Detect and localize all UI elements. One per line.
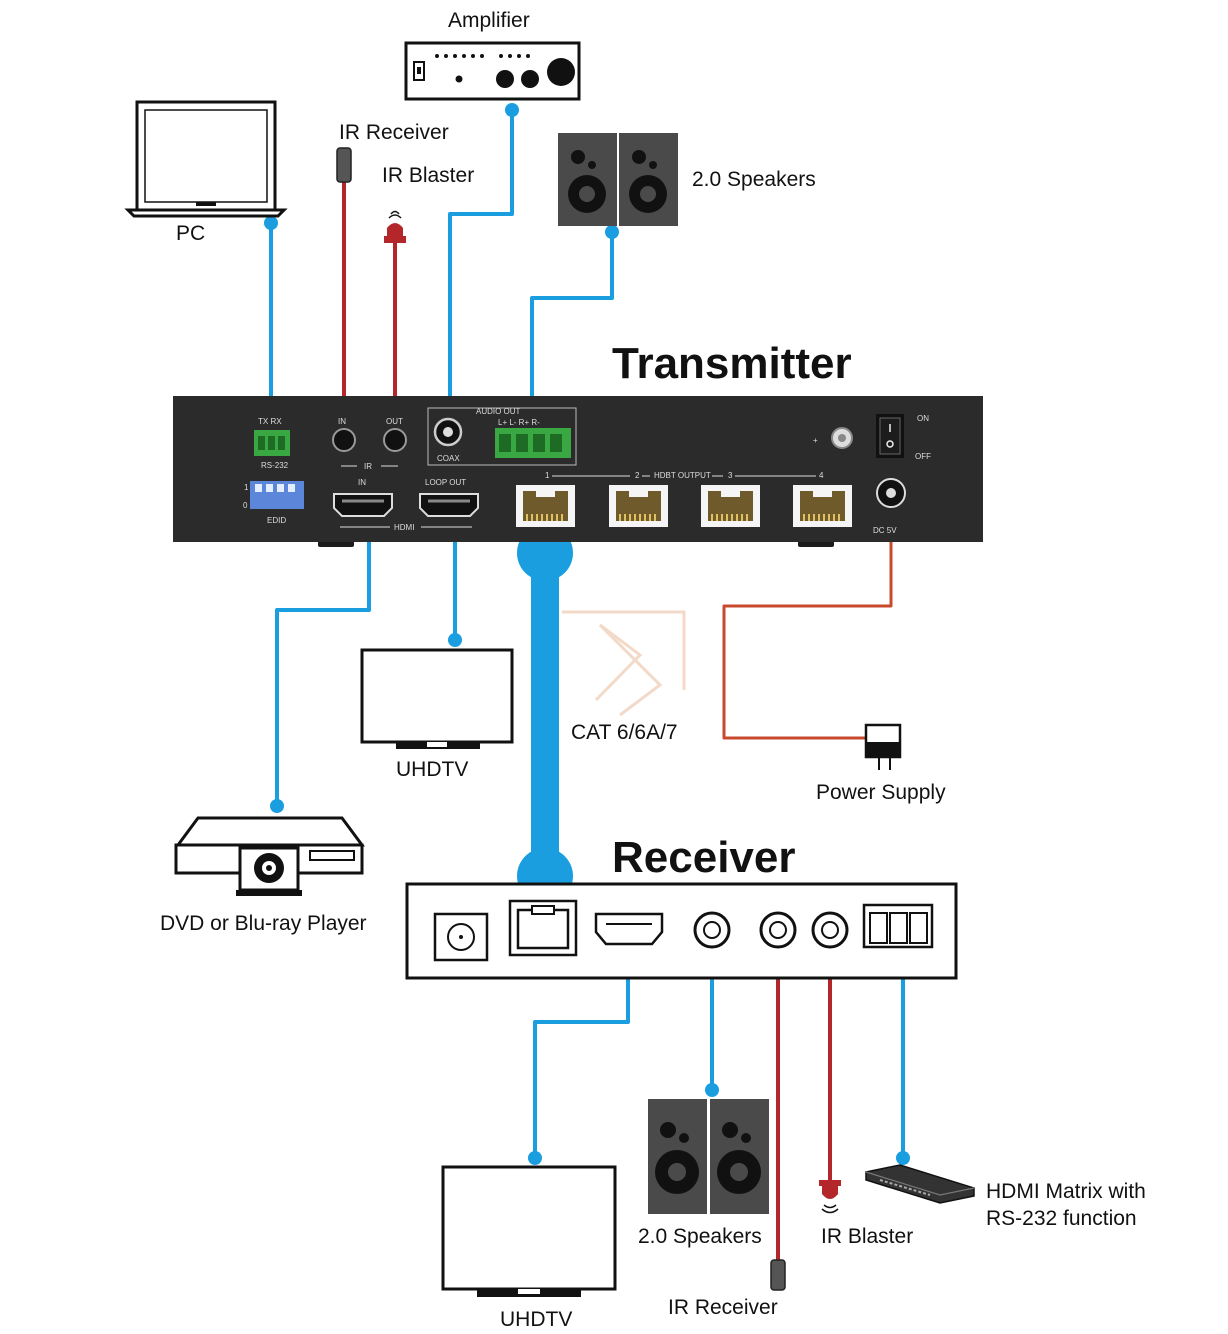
ir-blaster-bottom-label: IR Blaster (821, 1225, 913, 1248)
pc-label: PC (176, 222, 205, 245)
ir-receiver-bottom-icon (770, 1259, 786, 1291)
ir-receiver-bottom-label: IR Receiver (668, 1296, 778, 1319)
uhdtv-cable-bottom (533, 946, 630, 1158)
hdmi-matrix-label-line1: HDMI Matrix with (986, 1180, 1146, 1203)
ir-receiver-top-label: IR Receiver (339, 121, 449, 144)
power-supply-icon (864, 723, 902, 770)
ir-label: IR (364, 462, 372, 471)
rj45-port-2 (609, 485, 668, 527)
audio-out-label: AUDIO OUT (476, 407, 521, 416)
ir-jacks (332, 428, 407, 467)
dc-jack (876, 478, 906, 508)
hdbt-port-2-label: 2 (635, 471, 640, 480)
amplifier-cable (448, 110, 514, 413)
transmitter-title: Transmitter (612, 339, 852, 388)
audio-channels-label: L+ L- R+ R- (498, 418, 540, 427)
cable-label: CAT 6/6A/7 (571, 721, 678, 744)
hdmi-matrix-label-line2: RS-232 function (986, 1207, 1137, 1230)
hdbt-output-label: HDBT OUTPUT (654, 471, 711, 480)
rj45-port-3 (701, 485, 760, 527)
dc-label: DC 5V (873, 526, 897, 535)
dvd-label: DVD or Blu-ray Player (160, 912, 367, 935)
uhdtv-bottom-label: UHDTV (500, 1308, 572, 1331)
hdmi-in-label: IN (358, 478, 366, 487)
audio-out-box (427, 407, 577, 466)
speakers-bottom-icon (648, 1099, 769, 1214)
edid-0-label: 0 (243, 501, 248, 510)
hdmi-loop-out-label: LOOP OUT (425, 478, 466, 487)
switch-off-label: OFF (915, 452, 931, 461)
receiver-hdmi-port (594, 912, 664, 946)
hdbt-port-1-label: 1 (545, 471, 550, 480)
ir-in-port-label: IN (338, 417, 346, 426)
power-supply-label: Power Supply (816, 781, 946, 804)
hdmi-matrix-icon (865, 1164, 975, 1204)
power-switch (876, 414, 904, 458)
ir-receiver-top-icon (336, 147, 352, 183)
uhdtv-middle-label: UHDTV (396, 758, 468, 781)
rj45-port-4 (793, 485, 852, 527)
rs232-label: RS-232 (261, 461, 289, 470)
edid-dip-switch (250, 481, 304, 509)
led-indicator: + (813, 427, 853, 449)
ir-out-port-label: OUT (386, 417, 403, 426)
hdmi-ports (333, 493, 479, 528)
speakers-cable-top (530, 232, 614, 425)
ir-blaster-top-icon (384, 210, 406, 243)
hdmi-label: HDMI (394, 523, 414, 532)
speakers-top-label: 2.0 Speakers (692, 168, 816, 191)
hdbt-port-4-label: 4 (819, 471, 824, 480)
receiver-rs232-terminal (862, 903, 934, 949)
receiver-title: Receiver (612, 833, 795, 882)
rj45-port-1 (516, 485, 575, 527)
rs232-terminal (254, 430, 290, 456)
ir-blaster-top-label: IR Blaster (382, 164, 474, 187)
speakers-top-icon (558, 133, 678, 226)
dvd-cable (275, 518, 371, 806)
receiver-dc-jack (433, 912, 489, 962)
svg-text:+: + (813, 436, 818, 445)
hdbt-port-3-label: 3 (728, 471, 733, 480)
uhdtv-bottom-icon (441, 1165, 617, 1297)
speakers-bottom-label: 2.0 Speakers (638, 1225, 762, 1248)
rs232-tx-rx-label: TX RX (258, 417, 282, 426)
transmitter-panel (173, 396, 983, 547)
amplifier-icon (404, 41, 581, 101)
edid-label: EDID (267, 516, 286, 525)
power-cable (722, 497, 893, 740)
receiver-rj45-port (508, 899, 578, 957)
cable-watermark-icon (562, 610, 686, 717)
coax-label: COAX (437, 454, 460, 463)
receiver-audio-jacks (693, 911, 849, 949)
dvd-player-icon (174, 816, 365, 896)
switch-on-label: ON (917, 414, 929, 423)
amplifier-label: Amplifier (448, 9, 530, 32)
ir-blaster-bottom-icon (819, 1180, 841, 1214)
cable-dots (264, 103, 910, 1165)
pc-laptop-icon (124, 100, 288, 218)
uhdtv-middle-icon (360, 648, 514, 749)
rj45-ports (516, 485, 852, 527)
edid-1-label: 1 (244, 483, 249, 492)
